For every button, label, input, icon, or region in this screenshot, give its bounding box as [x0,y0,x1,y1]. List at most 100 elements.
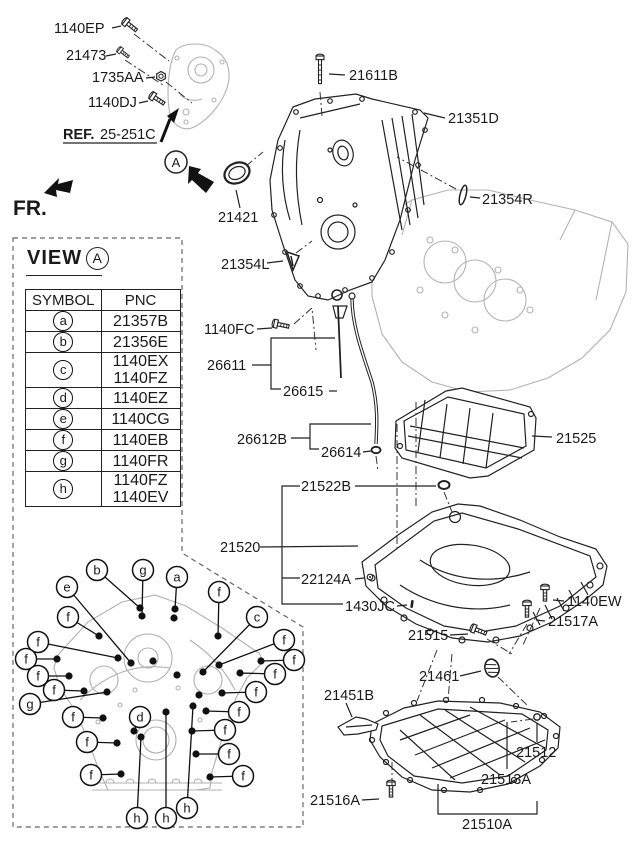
symbol-g: g [53,451,74,471]
table-row: f 1140EB [25,429,181,451]
bolt-position-dot [218,689,226,697]
nut-1735aa-icon [156,70,166,82]
callout-letter: f [36,669,40,684]
part-label-1735aa: 1735AA [92,70,144,86]
part-label-1140dj: 1140DJ [88,95,137,111]
part-labels: 1140EP 21473 1735AA 1140DJ REF. 25-251C … [13,21,622,833]
part-label-1140fc: 1140FC [204,322,255,338]
callout-letter: b [93,563,100,578]
callout-circle [125,806,149,830]
callout-circle [227,700,251,724]
leader-lines [63,25,565,815]
callout-letter: f [85,735,89,750]
view-a-arrow [188,166,214,193]
callout-circle [207,580,231,604]
part-label-21525: 21525 [556,431,596,447]
gauge-tube-26612b [348,292,379,445]
bolt-1140fc-icon [270,318,291,332]
pnc-value: 1140FZ 1140EV [100,471,181,507]
bolt-position-dot [171,605,179,613]
bolt-1140dj-icon [147,90,167,108]
part-label-21473: 21473 [66,48,106,64]
callout-letter: f [292,653,296,668]
bolt-21473-icon [115,45,132,61]
bolt-position-dot [137,733,145,741]
bolt-position-dot [95,632,103,640]
callout-circle [175,796,199,820]
callout-circle [14,647,38,671]
part-label-26611: 26611 [207,358,246,374]
callout-circle [165,565,189,589]
callout-letter: f [217,585,221,600]
callout-letter: f [24,652,28,667]
bolt-position-dot [215,661,223,669]
part-label-21451b: 21451B [324,688,374,704]
part-label-21517a: 21517A [548,614,598,630]
bolt-position-dot [99,714,107,722]
callout-letter: h [162,811,169,826]
bolt-21516a-icon [386,779,396,798]
part-label-1140ew: 1140EW [567,594,622,610]
view-a-circle-letter: A [86,247,110,271]
callout-letter: g [139,563,146,578]
symbol-d: d [53,388,74,408]
table-row: a 21357B [25,310,181,332]
ref-bracket-part [167,43,230,130]
bolt-position-dot [114,654,122,662]
callout-letter: d [136,710,143,725]
symbol-a: a [53,311,74,331]
bolt-position-dot [199,668,207,676]
part-label-26612b: 26612B [237,432,287,448]
bolt-position-dot [130,727,138,735]
callout-letter: e [63,580,70,595]
gasket-21354r [458,184,468,206]
part-label-26615: 26615 [283,384,323,400]
callout-circle [26,630,50,654]
table-row: g 1140FR [25,450,181,472]
part-label-21421: 21421 [218,210,258,226]
seal-21421 [223,161,251,185]
callout-circle [55,575,79,599]
callout-circle [282,648,306,672]
callout-circle [154,806,178,830]
callout-leader-line [29,691,108,705]
part-label-21512: 21512 [516,745,556,761]
callout-letter: f [237,705,241,720]
ref-arrow [159,108,179,143]
bolt-position-dot [214,632,222,640]
table-row: h 1140FZ 1140EV [25,471,181,507]
callout-circle [217,742,241,766]
callout-letter: h [183,801,190,816]
callout-letter: g [26,697,33,712]
bolt-position-dot [117,770,125,778]
bolt-position-dot [236,669,244,677]
o-ring-26614 [370,445,382,455]
callout-letter: f [36,635,40,650]
table-row: d 1140EZ [25,387,181,409]
callout-leader-line [218,639,285,666]
baffle-21525 [394,387,537,479]
callout-circle [18,692,42,716]
bolt-position-dot [206,773,214,781]
bolt-position-dot [257,657,265,665]
symbol-header: SYMBOL [25,289,102,311]
bolt-position-dot [162,708,170,716]
bolt-position-dot [195,691,203,699]
symbol-h: h [53,479,74,499]
pnc-value: 1140EB [100,429,181,451]
callout-letter: a [173,570,181,585]
callout-letter: f [89,768,93,783]
callout-letter: f [241,769,245,784]
part-label-21354r: 21354R [482,192,533,208]
bolt-position-dot [103,688,111,696]
callout-circle [79,763,103,787]
bolt-1140ep-icon [120,16,140,35]
callout-leader-line [202,616,258,673]
symbol-f: f [53,430,74,450]
symbol-c: c [53,360,74,380]
bolt-position-dot [80,687,88,695]
part-label-21520: 21520 [220,540,260,556]
bolt-position-dot [192,750,200,758]
